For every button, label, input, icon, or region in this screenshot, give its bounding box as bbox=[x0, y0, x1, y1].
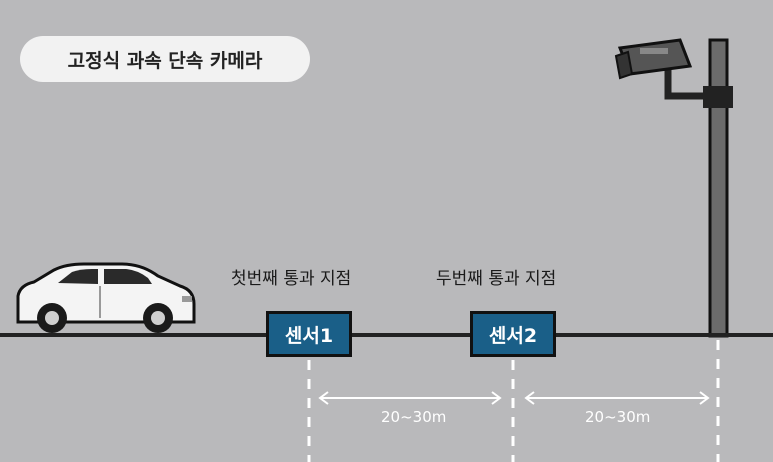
sensor-1-box: 센서1 bbox=[266, 311, 352, 357]
first-pass-point-label: 첫번째 통과 지점 bbox=[231, 269, 352, 289]
car-icon bbox=[16, 262, 196, 333]
road-line bbox=[0, 333, 773, 337]
distance-arrows bbox=[318, 391, 710, 405]
distance-label-1: 20~30m bbox=[381, 408, 447, 426]
camera-pole bbox=[664, 38, 733, 338]
sensor-2-box: 센서2 bbox=[470, 311, 556, 357]
diagram-title: 고정식 과속 단속 카메라 bbox=[20, 36, 310, 82]
distance-label-2: 20~30m bbox=[585, 408, 651, 426]
second-pass-point-label: 두번째 통과 지점 bbox=[436, 269, 557, 289]
guide-lines bbox=[307, 340, 720, 462]
speed-camera-icon bbox=[614, 38, 693, 80]
